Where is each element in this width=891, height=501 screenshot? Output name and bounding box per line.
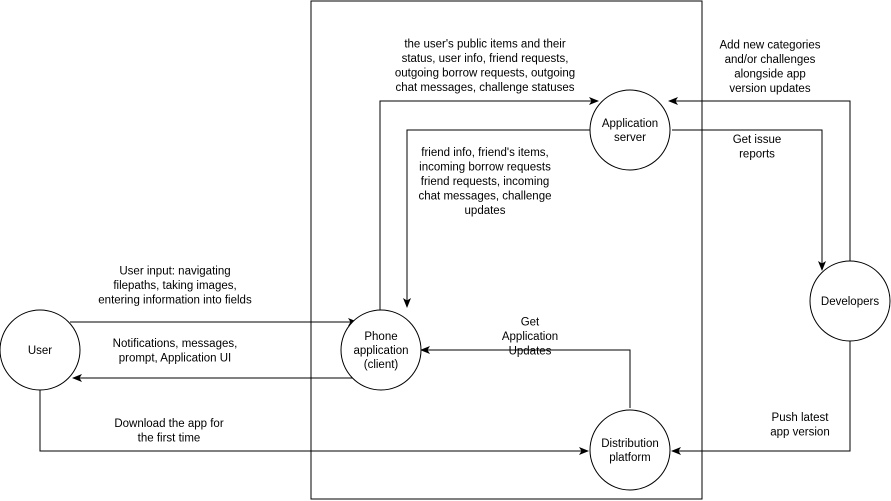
- label-server-to-phone-line: chat messages, challenge: [419, 191, 552, 203]
- node-user-label-line: User: [28, 345, 52, 357]
- edge-server-to-developers: [672, 129, 826, 271]
- node-phone-application-label-line: application: [354, 345, 409, 357]
- node-user-label: User: [28, 345, 52, 357]
- label-distribution-to-phone-line: Application: [502, 331, 558, 343]
- label-phone-to-user-line: Notifications, messages,: [113, 338, 238, 350]
- label-server-to-developers: Get issue reports: [733, 134, 782, 161]
- edge-developers-to-server: [668, 97, 851, 271]
- edge-distribution-to-phone: [420, 346, 631, 408]
- label-developers-to-server-line: Add new categories: [719, 39, 820, 51]
- node-phone-application-label-line: (client): [364, 359, 399, 371]
- label-phone-to-server: the user's public items and their status,…: [395, 38, 575, 94]
- node-user: User: [0, 309, 81, 391]
- label-server-to-developers-line: reports: [739, 148, 775, 160]
- edge-phone-to-server: [379, 97, 599, 310]
- label-developers-to-distribution-line: Push latest: [772, 412, 830, 424]
- label-phone-to-server-line: chat messages, challenge statuses: [396, 82, 575, 94]
- label-developers-to-server-line: version updates: [729, 83, 810, 95]
- label-phone-to-server-line: status, user info, friend requests,: [402, 53, 569, 65]
- label-developers-to-server-line: alongside app: [734, 68, 806, 80]
- node-user-circle: [0, 309, 81, 391]
- label-server-to-phone-line: updates: [465, 205, 506, 217]
- label-server-to-phone-line: friend info, friend's items,: [421, 147, 548, 159]
- label-developers-to-distribution: Push latest app version: [770, 412, 829, 439]
- node-phone-application-label-line: Phone: [364, 331, 397, 343]
- edge-developers-to-distribution: [671, 341, 851, 455]
- node-phone-application-label: Phone application (client): [354, 331, 409, 371]
- label-phone-to-server-line: the user's public items and their: [404, 38, 566, 50]
- label-phone-to-server-line: outgoing borrow requests, outgoing: [395, 67, 575, 79]
- node-application-server: Application server: [589, 89, 671, 171]
- node-developers-circle: [809, 260, 891, 342]
- label-distribution-to-phone-line: Updates: [509, 346, 552, 358]
- label-user-to-distribution-line: Download the app for: [114, 418, 223, 430]
- edge-server-to-phone: [403, 129, 591, 308]
- node-distribution-platform-circle: [589, 409, 671, 491]
- node-distribution-platform: Distribution platform: [589, 409, 671, 491]
- label-developers-to-distribution-line: app version: [770, 426, 829, 438]
- node-developers: Developers: [809, 260, 891, 342]
- node-application-server-label: Application server: [602, 118, 658, 144]
- label-user-to-phone-line: filepaths, taking images,: [113, 280, 236, 292]
- node-distribution-platform-label-line: platform: [609, 452, 651, 464]
- label-distribution-to-phone-line: Get: [521, 317, 540, 329]
- label-user-to-phone: User input: navigating filepaths, taking …: [98, 266, 252, 307]
- label-server-to-developers-line: Get issue: [733, 134, 782, 146]
- node-phone-application: Phone application (client): [340, 309, 422, 391]
- node-distribution-platform-label: Distribution platform: [601, 438, 659, 464]
- node-application-server-label-line: Application: [602, 118, 658, 130]
- label-user-to-phone-line: User input: navigating: [119, 266, 230, 278]
- node-application-server-label-line: server: [614, 132, 646, 144]
- label-phone-to-user-line: prompt, Application UI: [119, 352, 232, 364]
- label-phone-to-user: Notifications, messages, prompt, Applicat…: [113, 338, 238, 365]
- label-user-to-distribution-line: the first time: [138, 432, 201, 444]
- node-application-server-circle: [589, 89, 671, 171]
- node-phone-application-circle: [340, 309, 422, 391]
- label-developers-to-server: Add new categories and/or challenges along…: [719, 39, 820, 95]
- label-developers-to-server-line: and/or challenges: [725, 54, 816, 66]
- system-boundary: [310, 0, 703, 500]
- label-server-to-phone: friend info, friend's items, incoming bor…: [419, 147, 552, 217]
- label-server-to-phone-line: incoming borrow requests: [419, 162, 551, 174]
- label-server-to-phone-line: friend requests, incoming: [421, 176, 549, 188]
- label-user-to-phone-line: entering information into fields: [98, 295, 252, 307]
- edge-user-to-distribution: [39, 390, 589, 455]
- node-distribution-platform-label-line: Distribution: [601, 438, 659, 450]
- label-user-to-distribution: Download the app for the first time: [114, 418, 223, 445]
- node-developers-label-line: Developers: [821, 296, 879, 308]
- node-developers-label: Developers: [821, 296, 879, 308]
